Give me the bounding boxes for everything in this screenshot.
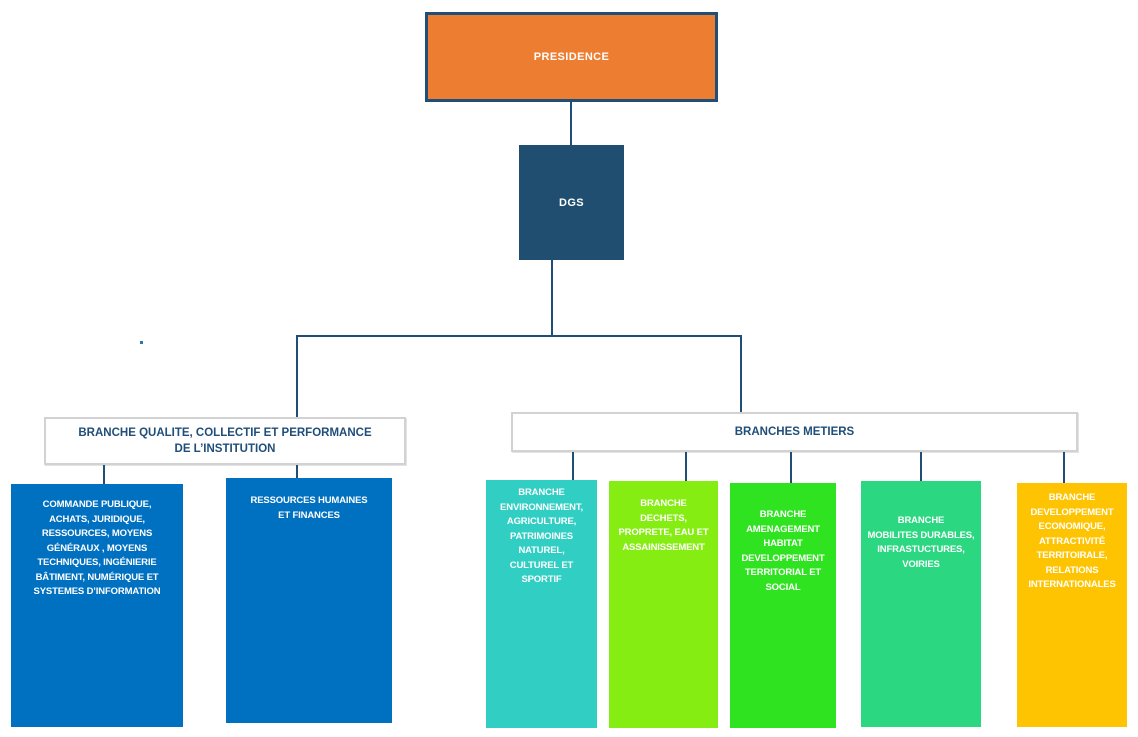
connector-metiers-env (572, 452, 574, 480)
node-branche-environnement: BRANCHE ENVIRONNEMENT, AGRICULTURE, PATR… (486, 480, 597, 728)
node-branche-amenagement: BRANCHE AMENAGEMENT HABITAT DEVELOPPEMEN… (730, 483, 836, 728)
connector-drop-left (296, 335, 298, 417)
connector-metiers-dev (1063, 452, 1065, 483)
node-commande-publique: COMMANDE PUBLIQUE, ACHATS, JURIDIQUE, RE… (11, 484, 183, 727)
node-branches-metiers-header: BRANCHES METIERS (511, 412, 1078, 452)
connector-metiers-mobilites (920, 452, 922, 481)
node-branche-dechets: BRANCHE DECHETS, PROPRETE, EAU ET ASSAIN… (609, 481, 718, 728)
connector-metiers-amenagement (790, 452, 792, 483)
connector-qualite-commande (103, 465, 105, 484)
node-presidence: PRESIDENCE (425, 12, 718, 102)
node-branche-developpement-economique: BRANCHE DEVELOPPEMENT ECONOMIQUE, ATTRAC… (1017, 483, 1127, 727)
stray-mark (140, 341, 143, 344)
connector-drop-right (740, 335, 742, 412)
connector-metiers-dechets (685, 452, 687, 481)
connector-horizontal (296, 335, 742, 337)
connector-qualite-rh (296, 465, 298, 478)
connector-presidence-dgs (570, 99, 572, 145)
node-dgs: DGS (519, 145, 624, 260)
connector-dgs-trunk (551, 260, 553, 337)
node-branche-qualite-header: BRANCHE QUALITE, COLLECTIF ET PERFORMANC… (44, 417, 406, 465)
node-ressources-humaines-finances: RESSOURCES HUMAINES ET FINANCES (226, 478, 392, 723)
node-branche-mobilites: BRANCHE MOBILITES DURABLES, INFRASTUCTUR… (861, 481, 981, 727)
